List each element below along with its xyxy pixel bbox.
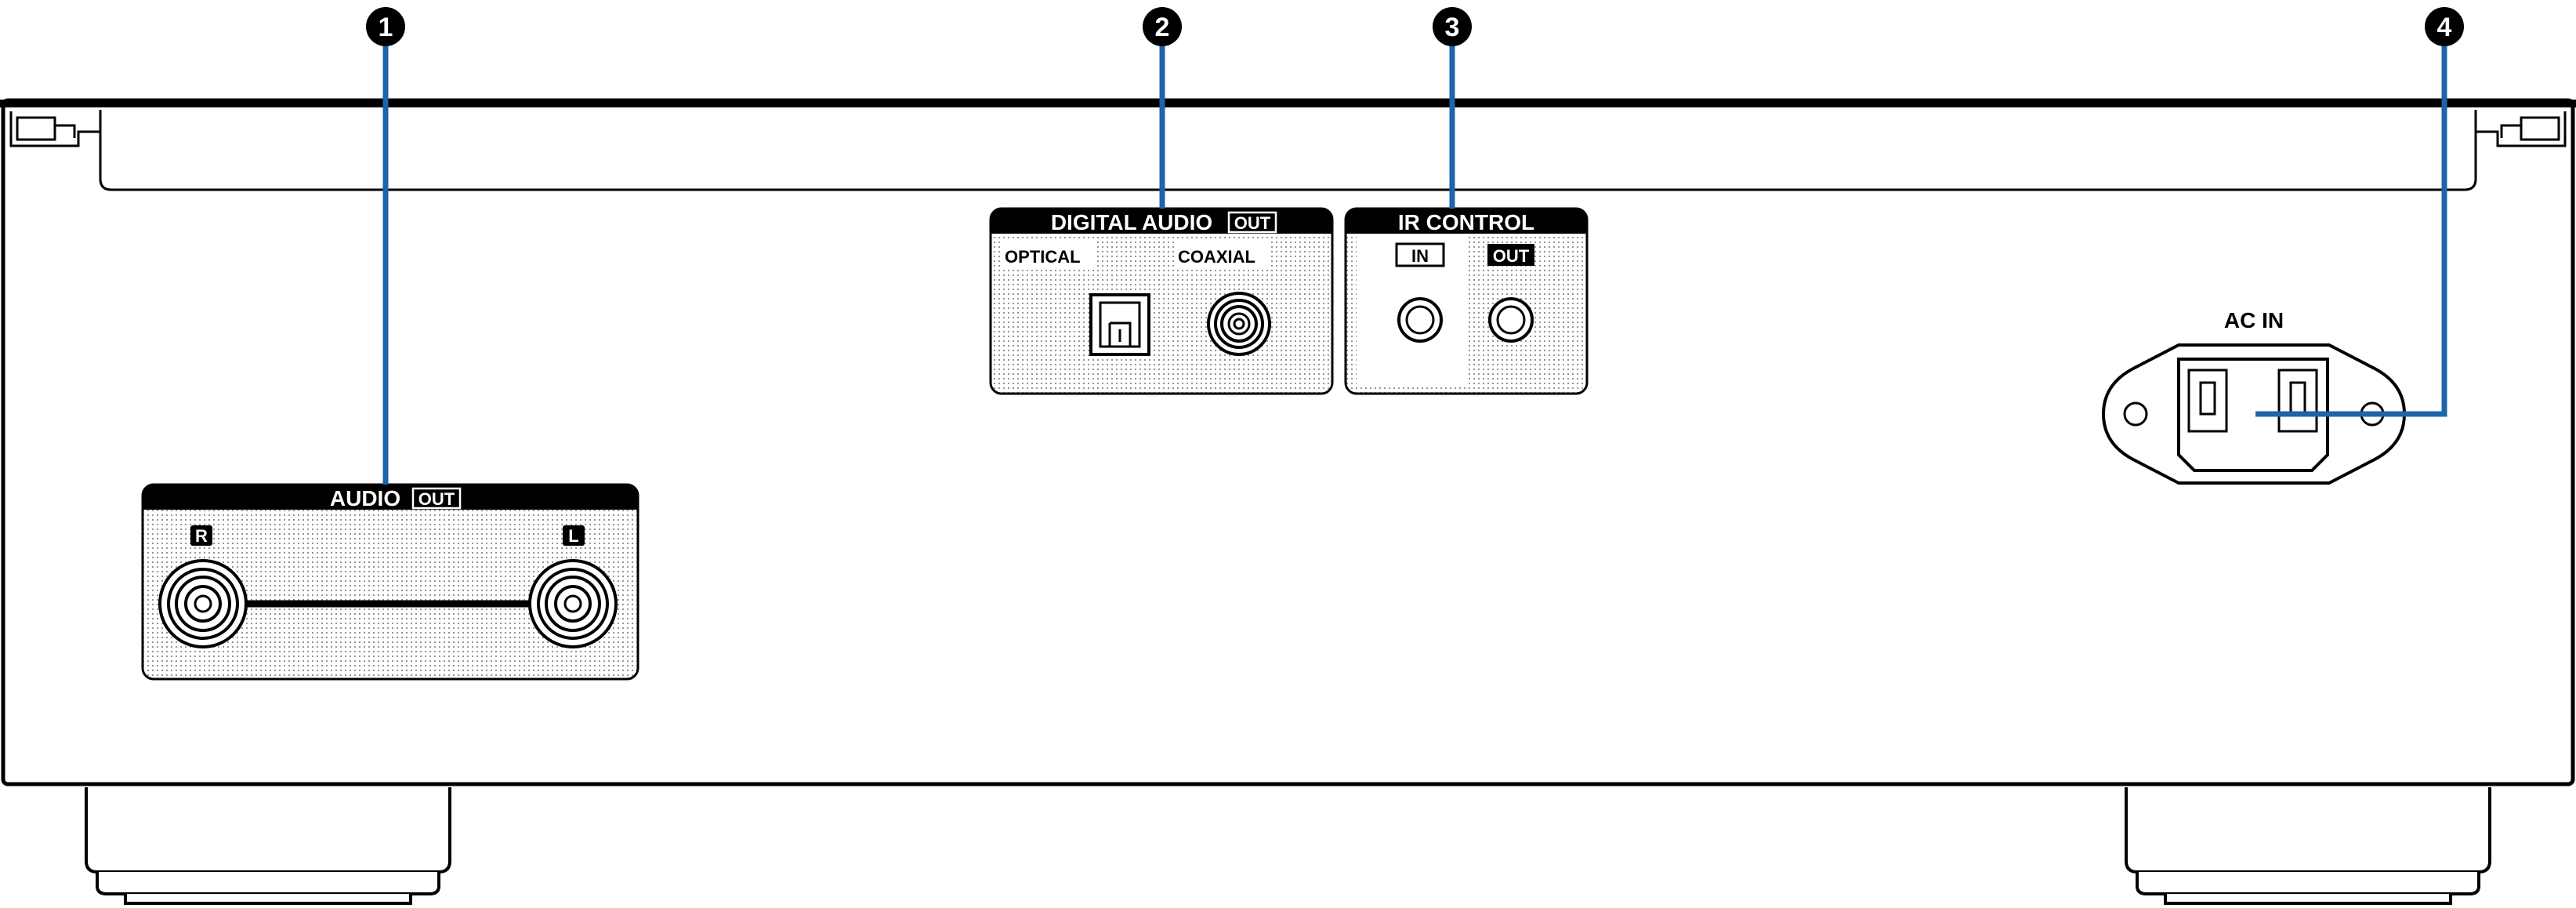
rca-jack-left[interactable] (528, 559, 618, 648)
ir-in-jack[interactable] (1397, 297, 1443, 343)
audio-out-title: AUDIO (330, 486, 400, 510)
coaxial-jack[interactable] (1207, 292, 1271, 356)
ac-in-label: AC IN (2224, 308, 2284, 332)
r-label-box (190, 525, 212, 546)
digital-audio-badge-box (1227, 211, 1277, 234)
ir-in-label: IN (1411, 246, 1429, 266)
ir-control-panel: IR CONTROL IN OUT (1344, 207, 1589, 395)
ac-in-inlet[interactable]: AC IN (2101, 308, 2407, 485)
coaxial-label: COAXIAL (1178, 247, 1255, 267)
ir-in-label-box (1395, 242, 1445, 267)
callout-4-number: 4 (2437, 13, 2452, 42)
callout-3-number: 3 (1445, 13, 1460, 42)
l-label: L (568, 526, 578, 546)
callout-1-number: 1 (379, 13, 393, 42)
chassis (0, 98, 2576, 786)
left-foot (85, 787, 451, 905)
optical-port[interactable] (1089, 293, 1150, 356)
rca-jack-right[interactable] (158, 559, 248, 648)
callout-lines (382, 28, 2447, 485)
audio-out-badge-box (411, 487, 462, 510)
callout-2: 2 (1143, 7, 1182, 46)
audio-out-badge: OUT (418, 489, 455, 509)
callout-3: 3 (1433, 7, 1472, 46)
ir-out-label: OUT (1493, 246, 1530, 266)
digital-audio-title: DIGITAL AUDIO (1051, 210, 1212, 234)
callout-1: 1 (366, 7, 405, 46)
ir-out-jack[interactable] (1488, 297, 1534, 343)
digital-audio-badge: OUT (1234, 213, 1271, 233)
callout-4: 4 (2425, 7, 2464, 46)
callout-2-number: 2 (1155, 13, 1170, 42)
optical-label: OPTICAL (1005, 247, 1081, 267)
ir-control-title: IR CONTROL (1398, 210, 1534, 234)
audio-out-panel: AUDIO OUT R L (141, 483, 639, 681)
ir-out-label-box (1487, 244, 1534, 266)
digital-audio-out-panel: DIGITAL AUDIO OUT OPTICAL COAXIAL (989, 207, 1334, 395)
right-foot (2125, 787, 2491, 905)
l-label-box (563, 525, 585, 546)
r-label: R (195, 526, 208, 546)
